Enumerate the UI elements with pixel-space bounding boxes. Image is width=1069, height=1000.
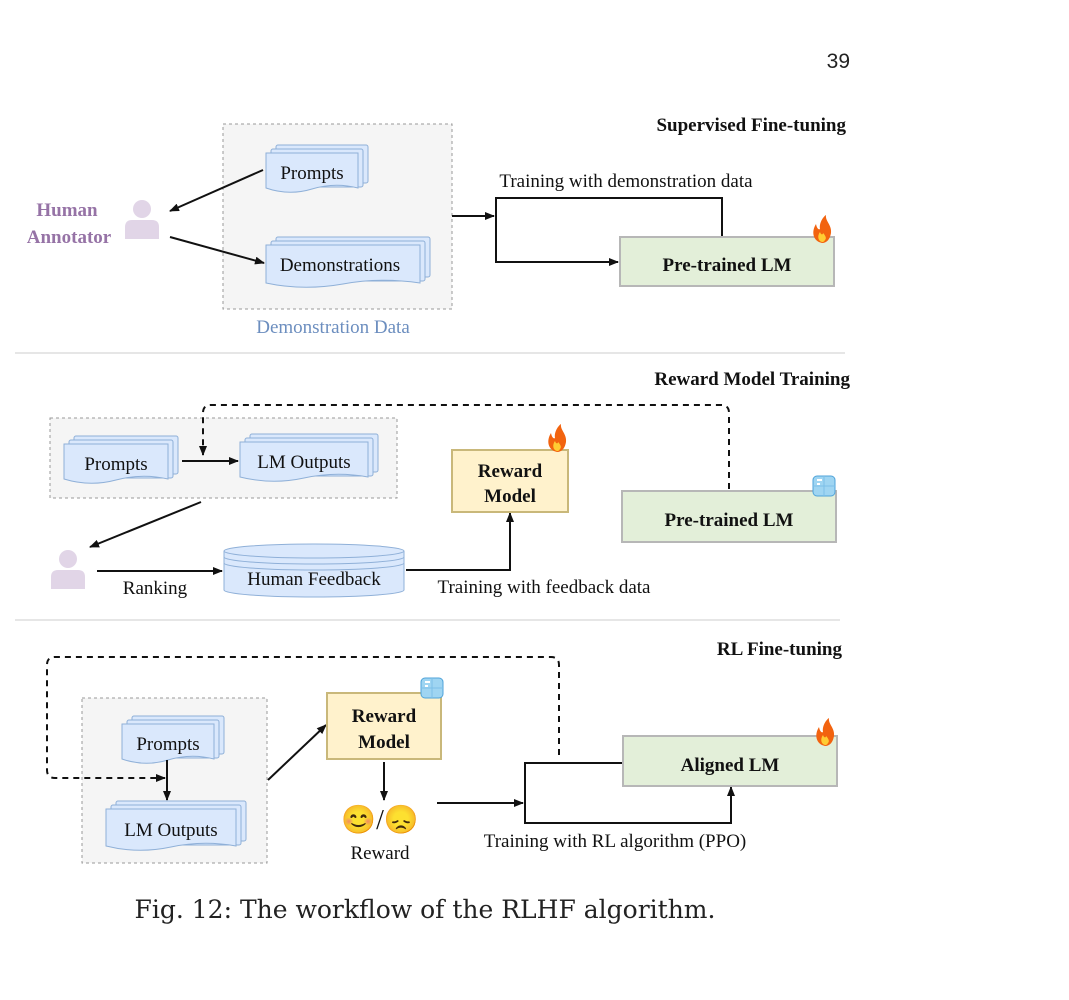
rm-pretrained-lm-label: Pre-trained LM [665, 510, 794, 531]
rl-lm-outputs-label: LM Outputs [124, 820, 217, 841]
sft-pretrained-lm-label: Pre-trained LM [663, 255, 792, 276]
reward-label: Reward [350, 843, 410, 864]
sft-training-label: Training with demonstration data [499, 171, 753, 192]
ice-icon [812, 475, 836, 497]
annotator-to-demonstrations-arrow [169, 236, 265, 265]
figure-caption: Fig. 12: The workflow of the RLHF algori… [134, 895, 716, 924]
human-annotator-label-line2: Annotator [27, 227, 112, 248]
rm-lm-outputs-label: LM Outputs [257, 452, 350, 473]
rm-pretrained-lm-box [621, 490, 837, 543]
rm-prompts-label: Prompts [84, 454, 147, 475]
rl-prompts-label: Prompts [136, 734, 199, 755]
rm-prompts-doc: Prompts [63, 435, 179, 484]
rm-section: Reward Model Training Prompts LM Outputs… [49, 369, 850, 599]
human-feedback-database: Human Feedback [223, 543, 405, 598]
rm-lm-outputs-doc: LM Outputs [239, 433, 379, 482]
prompts-to-annotator-arrow [169, 169, 264, 212]
feedback-to-reward-model-arrow [406, 512, 514, 571]
human-annotator-icon [125, 200, 159, 239]
sft-demonstrations-doc: Demonstrations [265, 236, 431, 288]
fire-icon [548, 424, 567, 452]
sft-section: Supervised Fine-tuning Demonstration Dat… [27, 115, 847, 338]
rl-reward-model-label-line2: Model [358, 732, 410, 753]
rm-reward-model-label-line2: Model [484, 486, 536, 507]
reward-emoji-glyphs: 😊/😞 [341, 804, 419, 836]
rl-reward-model-box [326, 692, 442, 760]
human-feedback-label: Human Feedback [247, 569, 381, 590]
rm-training-label: Training with feedback data [438, 577, 652, 598]
ranking-label: Ranking [123, 578, 188, 599]
rl-training-label: Training with RL algorithm (PPO) [484, 831, 747, 852]
aligned-lm-box [622, 735, 838, 787]
rl-prompts-doc: Prompts [121, 715, 225, 764]
demonstration-data-label: Demonstration Data [256, 317, 410, 338]
rl-reward-model-label-line1: Reward [352, 706, 417, 727]
fire-icon [813, 215, 832, 243]
outputs-to-reward-model-arrow [267, 724, 327, 781]
rl-training-connector [524, 762, 735, 824]
sft-prompts-label: Prompts [280, 163, 343, 184]
human-annotator-label-line1: Human [36, 200, 98, 221]
sft-title: Supervised Fine-tuning [656, 115, 846, 136]
fire-icon [816, 718, 835, 746]
rl-title: RL Fine-tuning [717, 639, 843, 660]
labeler-person-icon [51, 550, 85, 589]
rl-section: RL Fine-tuning Prompts LM Outputs Reward… [46, 639, 843, 864]
rm-title: Reward Model Training [654, 369, 850, 390]
sft-training-connector [495, 197, 723, 266]
sft-demonstrations-label: Demonstrations [280, 255, 400, 276]
page-number: 39 [826, 50, 850, 73]
rm-reward-model-box [451, 449, 569, 513]
rm-reward-model-label-line1: Reward [478, 461, 543, 482]
outputs-to-labeler-arrow [89, 501, 202, 548]
rm-pretrained-feedback-dashed-arrow [199, 404, 730, 489]
ice-icon [420, 677, 444, 699]
sft-pretrained-lm-box [619, 236, 835, 287]
sft-prompts-doc: Prompts [265, 144, 369, 193]
aligned-lm-label: Aligned LM [681, 755, 780, 776]
rl-lm-outputs-doc: LM Outputs [105, 800, 247, 851]
